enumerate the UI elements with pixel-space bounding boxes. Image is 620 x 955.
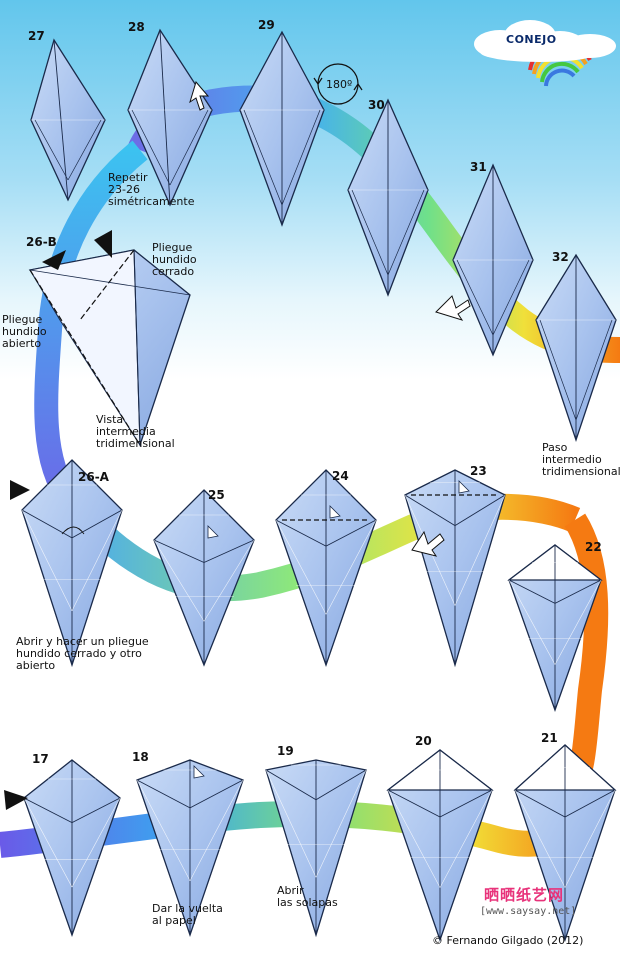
fold-step-24 bbox=[275, 469, 377, 667]
site-watermark: 晒晒纸艺网 bbox=[484, 886, 565, 904]
fold-step-29 bbox=[239, 30, 325, 227]
fold-step-27 bbox=[30, 38, 106, 202]
fold-step-20 bbox=[386, 749, 494, 942]
step-number-24: 24 bbox=[332, 469, 349, 483]
fold-step-19 bbox=[265, 759, 367, 938]
fold-step-23 bbox=[404, 469, 506, 668]
step-number-26b: 26-B bbox=[26, 235, 57, 249]
fold-step-30 bbox=[347, 98, 429, 297]
copyright-text: Fernando Gilgado (2012) bbox=[446, 934, 584, 947]
fold-step-22 bbox=[507, 544, 603, 712]
site-url: [www.saysay.net] bbox=[480, 906, 577, 917]
label-intermediate-view: Vista intermedia tridimensional bbox=[96, 413, 175, 450]
label-open-and-sink: Abrir y hacer un pliegue hundido cerrado… bbox=[16, 635, 149, 672]
copyright: © Fernando Gilgado (2012) bbox=[432, 934, 583, 947]
step-number-32: 32 bbox=[552, 250, 569, 264]
step-number-22: 22 bbox=[585, 540, 602, 554]
step-number-27: 27 bbox=[28, 29, 45, 43]
fold-step-31 bbox=[452, 163, 534, 357]
step-number-17: 17 bbox=[32, 752, 49, 766]
fold-step-17 bbox=[23, 759, 121, 937]
step-number-26a: 26-A bbox=[78, 470, 109, 484]
step-number-18: 18 bbox=[132, 750, 149, 764]
rotate-180-icon bbox=[313, 63, 363, 105]
step-number-21: 21 bbox=[541, 731, 558, 745]
step-number-25: 25 bbox=[208, 488, 225, 502]
step-number-31: 31 bbox=[470, 160, 487, 174]
fold-models bbox=[21, 28, 617, 943]
step-number-23: 23 bbox=[470, 464, 487, 478]
fold-step-26b bbox=[28, 249, 191, 447]
rotation-label: 180º bbox=[326, 78, 353, 91]
fold-step-32 bbox=[535, 253, 617, 443]
label-open-flaps: Abrir las solapas bbox=[277, 884, 338, 909]
fold-step-28 bbox=[127, 28, 213, 207]
fold-step-25 bbox=[153, 489, 255, 667]
label-closed-sink: Pliegue hundido cerrado bbox=[152, 241, 197, 278]
step-number-20: 20 bbox=[415, 734, 432, 748]
step-number-28: 28 bbox=[128, 20, 145, 34]
fold-step-18 bbox=[136, 759, 244, 938]
label-intermediate-step: Paso intermedio tridimensional bbox=[542, 441, 620, 478]
step-number-29: 29 bbox=[258, 18, 275, 32]
step-number-19: 19 bbox=[277, 744, 294, 758]
label-turn-over: Dar la vuelta al papel bbox=[152, 902, 223, 927]
diagram-title: CONEJO bbox=[506, 33, 557, 46]
push-arrows bbox=[189, 80, 471, 557]
label-repeat: Repetir 23-26 simétricamente bbox=[108, 171, 195, 208]
cloud-rainbow-logo bbox=[474, 20, 616, 87]
label-open-sink: Pliegue hundido abierto bbox=[2, 313, 47, 350]
copyright-icon: © bbox=[432, 934, 447, 947]
fold-step-26a bbox=[21, 459, 123, 668]
step-number-30: 30 bbox=[368, 98, 385, 112]
sink-arrows bbox=[4, 230, 112, 810]
fold-step-21 bbox=[513, 744, 617, 943]
